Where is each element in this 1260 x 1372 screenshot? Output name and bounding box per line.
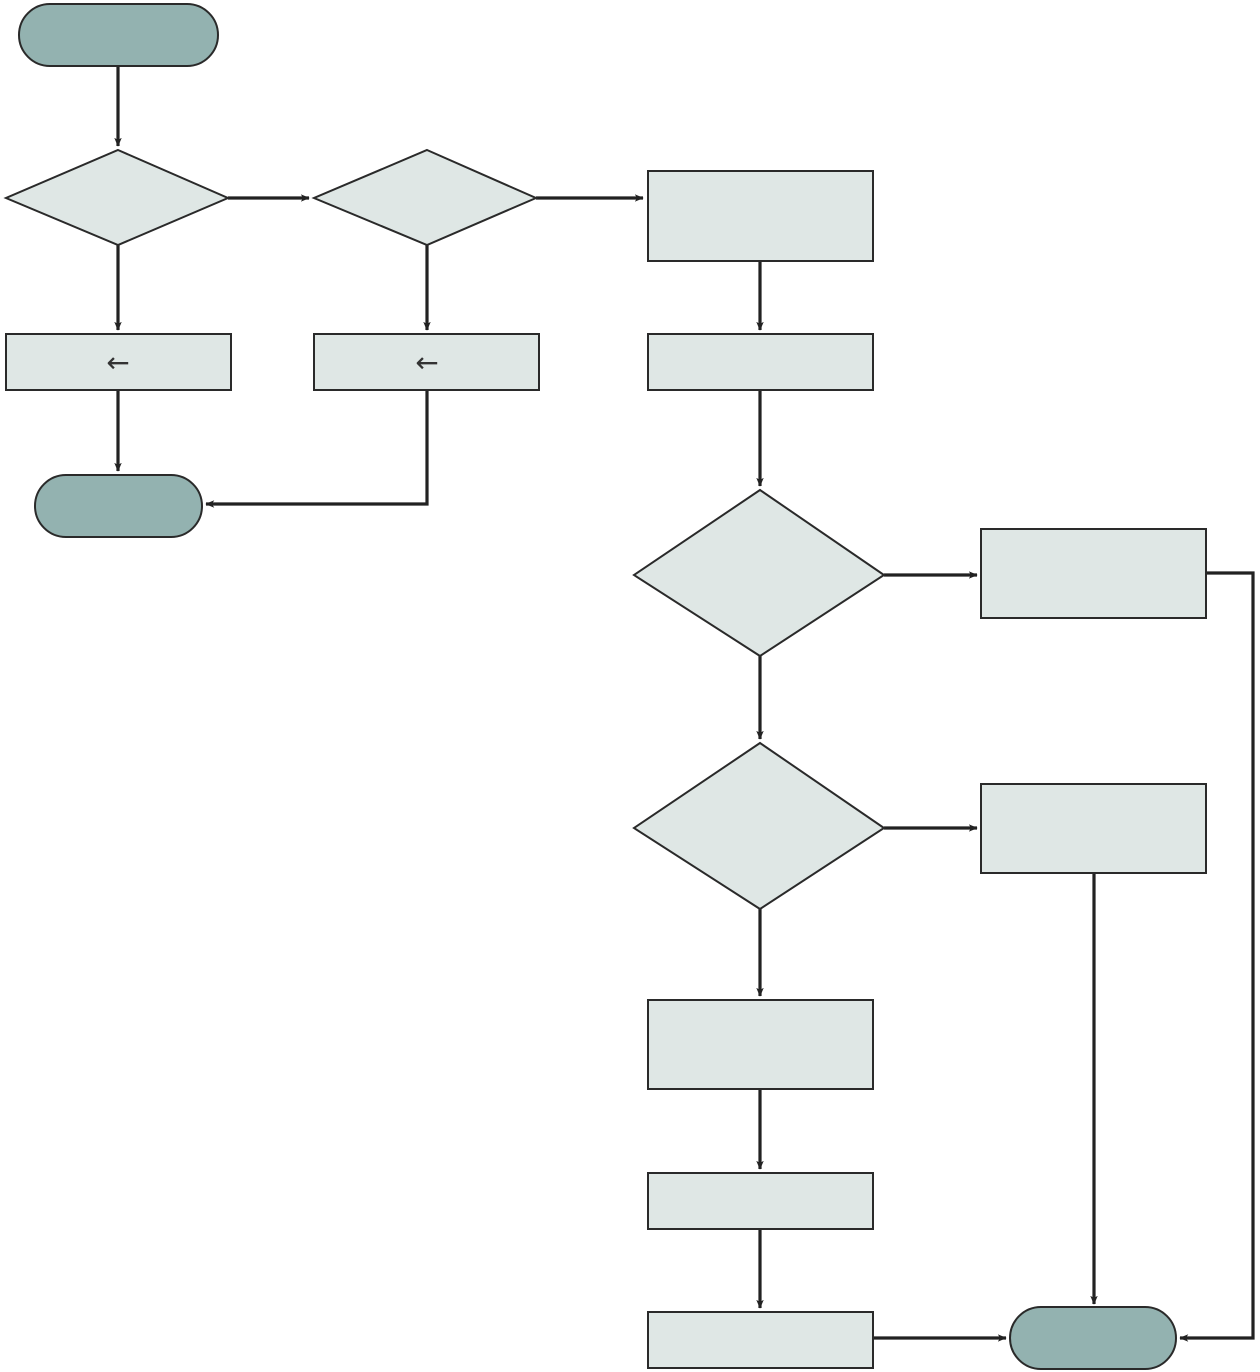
process-box-e bbox=[980, 528, 1207, 619]
start-terminal bbox=[18, 3, 219, 67]
process-box-h bbox=[647, 1172, 874, 1230]
decision-diamond-4 bbox=[632, 741, 886, 911]
nodes: ← ← bbox=[3, 3, 1207, 1370]
process-box-g bbox=[647, 999, 874, 1090]
process-box-b: ← bbox=[313, 333, 540, 391]
process-box-i bbox=[647, 1311, 874, 1369]
edge-box-e-to-end-right bbox=[1179, 571, 1255, 1342]
end-terminal-right bbox=[1009, 1306, 1177, 1370]
decision-diamond-1 bbox=[3, 148, 231, 247]
decision-diamond-2 bbox=[311, 148, 539, 247]
process-box-c bbox=[647, 170, 874, 262]
connectors bbox=[114, 66, 1255, 1342]
left-arrow-glyph-a: ← bbox=[106, 346, 129, 379]
process-box-a: ← bbox=[5, 333, 232, 391]
process-box-f bbox=[980, 783, 1207, 874]
end-terminal-left bbox=[34, 474, 203, 538]
left-arrow-glyph-b: ← bbox=[415, 346, 438, 379]
edge-box-b-to-end-left bbox=[205, 390, 429, 508]
process-box-d bbox=[647, 333, 874, 391]
decision-diamond-3 bbox=[632, 488, 886, 658]
